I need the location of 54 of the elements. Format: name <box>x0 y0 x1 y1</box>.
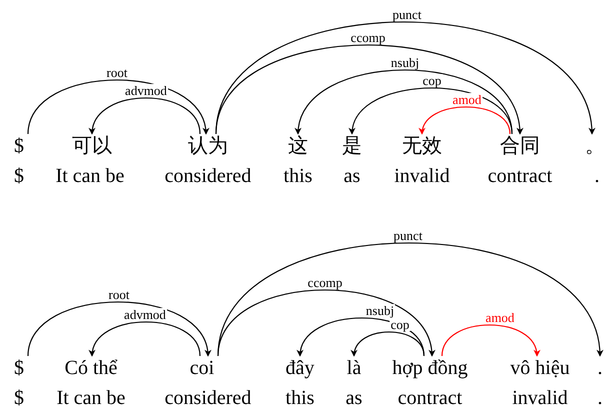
gloss-word: this <box>284 386 316 408</box>
word: $ <box>14 357 24 379</box>
word: 是 <box>342 135 362 157</box>
word: 无效 <box>402 135 442 157</box>
gloss-word: It can be <box>56 386 126 408</box>
gloss-word: $ <box>13 386 25 408</box>
word: . <box>598 357 602 379</box>
edge-label: amod <box>484 311 516 324</box>
word: là <box>346 357 362 379</box>
gloss-word: $ <box>13 164 25 188</box>
edge-label: advmod <box>123 308 167 321</box>
word: 合同 <box>500 135 540 157</box>
dependency-arc <box>27 302 210 357</box>
word: $ <box>14 135 24 157</box>
edge-label: advmod <box>124 84 168 97</box>
gloss-word: . <box>594 164 600 188</box>
edge-label: nsubj <box>390 56 420 69</box>
edge-label: nsubj <box>364 304 396 317</box>
gloss-word: this <box>282 164 314 188</box>
dependency-arc <box>350 88 513 135</box>
dependency-arc <box>215 44 522 135</box>
word: 。 <box>585 135 605 157</box>
edge-label: amod <box>452 93 482 106</box>
gloss-word: contract <box>396 386 464 408</box>
gloss-word: It can be <box>54 164 126 188</box>
gloss-word: invalid <box>511 386 569 408</box>
edge-label: cop <box>390 318 410 331</box>
gloss-word: considered <box>164 386 252 408</box>
word: 认为 <box>188 135 228 157</box>
dependency-arc <box>217 242 602 357</box>
gloss-word: as <box>342 164 362 188</box>
dependency-arc <box>27 80 208 135</box>
dependency-arc <box>298 318 425 357</box>
word: coi <box>190 357 214 379</box>
gloss-word: considered <box>164 164 252 188</box>
word: hợp đồng <box>392 357 468 379</box>
gloss-word: as <box>344 386 364 408</box>
dependency-arc <box>296 70 513 135</box>
gloss-word: . <box>596 386 604 408</box>
word: vô hiệu <box>510 357 570 379</box>
word: đây <box>286 357 314 379</box>
word: Có thể <box>64 357 118 379</box>
dependency-arc <box>215 22 594 135</box>
dependency-arc <box>420 106 511 135</box>
gloss-word: invalid <box>393 164 451 188</box>
dependency-arc <box>352 332 425 357</box>
edge-label: cop <box>422 74 442 87</box>
dependency-arc <box>217 290 434 357</box>
dependency-arc <box>90 98 201 135</box>
word: 可以 <box>72 135 112 157</box>
dependency-arc <box>441 324 540 357</box>
gloss-word: contract <box>486 164 554 188</box>
dependency-arc <box>90 321 201 357</box>
word: 这 <box>288 135 308 157</box>
